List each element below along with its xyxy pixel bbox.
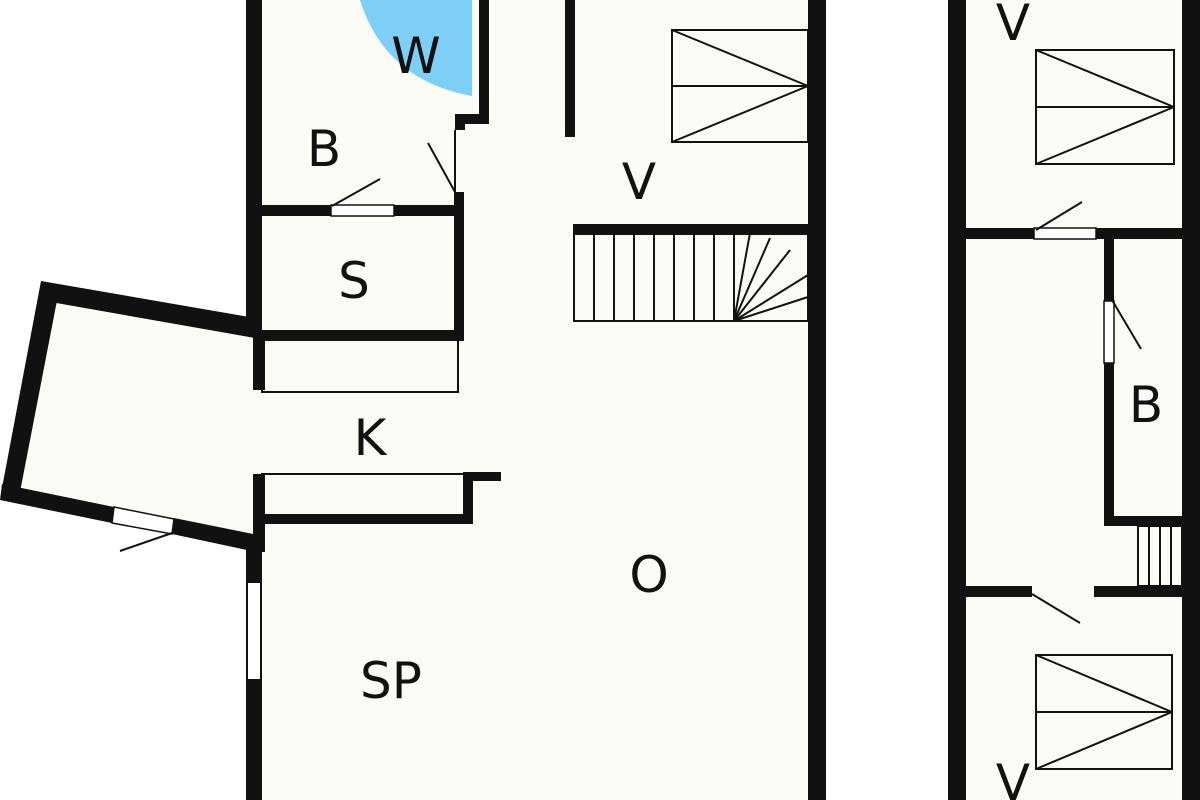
stairs-left [573, 232, 809, 322]
wc-water-fixture [360, 0, 472, 96]
label-dining: SP [360, 652, 422, 710]
wall-right-main [808, 0, 826, 800]
annex-wall-top [41, 281, 255, 338]
bedroom-bottom-wall [573, 224, 813, 235]
label-kitchen: K [354, 409, 388, 467]
floor-right-building [957, 0, 1190, 800]
bedroom-left-walls [565, 0, 813, 235]
wall-left-lower-b [246, 680, 262, 800]
storage-wall-right [454, 192, 464, 340]
label-wc: W [391, 27, 440, 85]
label-bathroom-right: B [1129, 376, 1163, 434]
walls-annex [0, 281, 258, 552]
counter-lower-wall [262, 514, 473, 524]
walls-wc-bath [255, 0, 489, 341]
wall-left-mid [253, 335, 265, 390]
wall-left-upper [246, 0, 262, 335]
bath-wall-bottom-a [255, 205, 331, 216]
floor-left-building [255, 0, 820, 800]
kitchen-counters [261, 339, 501, 524]
label-bedroom-right-bottom: V [996, 754, 1030, 800]
floor-annex [10, 290, 255, 545]
right-outer-wall-left [948, 0, 966, 800]
annex-wall-bottom-b [172, 518, 258, 552]
label-bedroom-left: V [622, 153, 656, 211]
right-outer-wall-right [1182, 0, 1200, 800]
room-labels: W B S V K O SP V B V [307, 0, 1163, 800]
wc-wall-right [479, 0, 489, 124]
annex-wall-bottom-a [0, 484, 114, 523]
wc-wall-step [455, 114, 489, 124]
counter-upper [261, 339, 459, 393]
label-bathroom-left: B [307, 120, 341, 178]
floor-areas [10, 0, 1190, 800]
label-storage: S [338, 252, 370, 310]
label-open-area: O [629, 546, 668, 604]
walls-right-building [948, 0, 1200, 800]
annex-door [111, 506, 176, 552]
storage-wall-bottom [255, 330, 464, 341]
walls-left-building [246, 0, 826, 800]
annex-wall-left [2, 281, 60, 492]
stairs-right [1137, 525, 1183, 587]
bedroom-divider [565, 0, 575, 137]
bath-wall-bottom-b [394, 205, 464, 216]
wc-wall-step-v [455, 114, 465, 130]
counter-lower-wall-v [463, 474, 473, 524]
label-bedroom-right-top: V [996, 0, 1030, 52]
wall-left-lower-a [246, 548, 262, 582]
window-left-wall [246, 581, 262, 681]
counter-lower-wall-h [463, 472, 501, 481]
